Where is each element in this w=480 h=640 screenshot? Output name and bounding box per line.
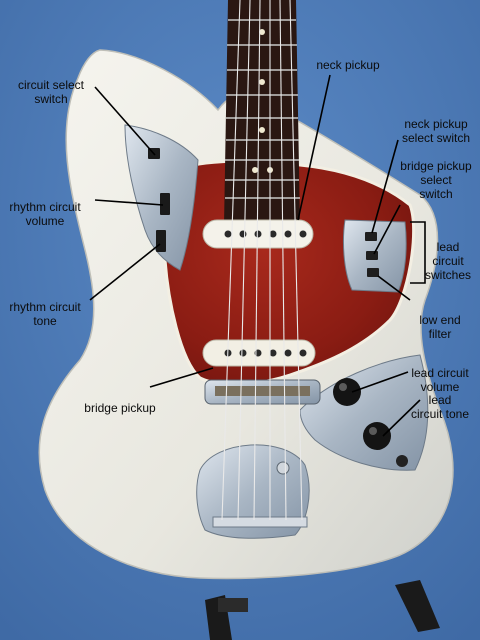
label-lead-circuit-tone: lead circuit tone	[410, 393, 470, 421]
label-rhythm-circuit-tone: rhythm circuit tone	[9, 300, 81, 328]
guitar-stand	[205, 580, 440, 640]
label-lead-circuit-volume: lead circuit volume	[411, 366, 469, 394]
annotation-lines	[89, 74, 426, 437]
strings	[221, 0, 303, 521]
label-neck-pickup-select-switch: neck pickup select switch	[401, 117, 471, 145]
label-bridge-pickup-select-switch: bridge pickup select switch	[400, 159, 472, 201]
control-knobs	[333, 378, 408, 467]
guitar-neck	[224, 0, 300, 225]
vibrato-arm-mount	[276, 461, 290, 475]
lead-control-plate	[299, 354, 429, 471]
label-neck-pickup: neck pickup	[316, 58, 380, 72]
label-rhythm-circuit-volume: rhythm circuit volume	[9, 200, 81, 228]
neck-pickup	[202, 219, 314, 249]
label-bridge-pickup: bridge pickup	[84, 401, 156, 415]
lead-circuit-switches	[365, 232, 379, 277]
label-circuit-select-switch: circuit select switch	[17, 78, 85, 106]
label-low-end-filter: low end filter	[419, 313, 461, 341]
bridge-pickup	[202, 339, 316, 367]
tailpiece-bar	[212, 516, 308, 528]
bridge	[204, 379, 321, 405]
label-lead-circuit-switches: lead circuit switches	[424, 240, 471, 282]
